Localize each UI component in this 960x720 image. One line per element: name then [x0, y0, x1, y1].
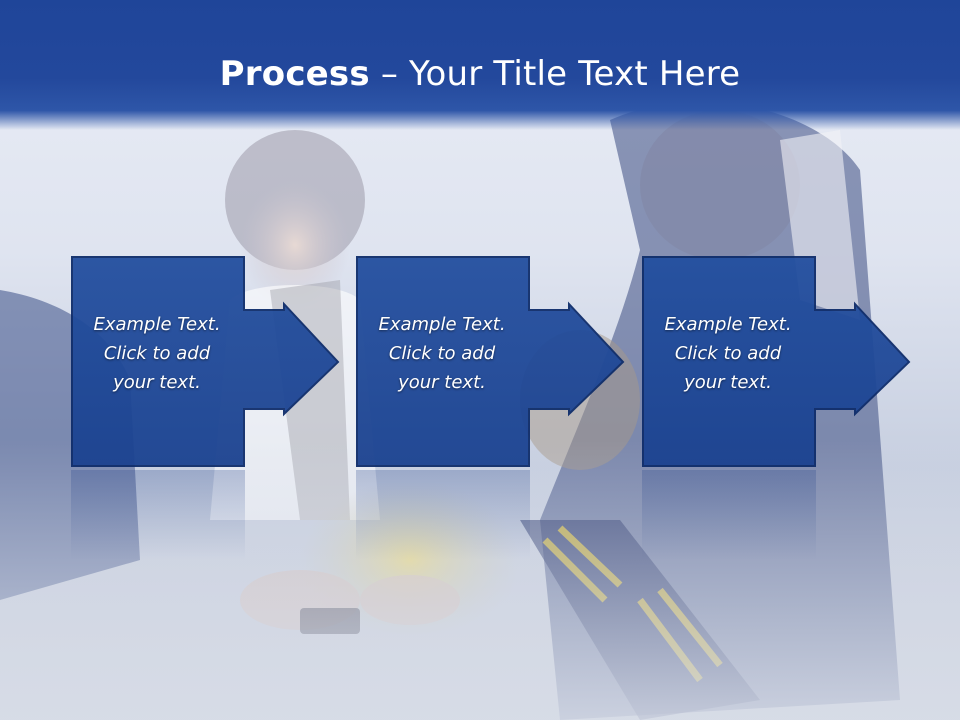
process-step-3[interactable]: Example Text. Click to add your text.	[642, 256, 911, 468]
right-arrow-icon	[642, 256, 911, 467]
step-1-text: Example Text. Click to add your text.	[71, 310, 243, 397]
step-3-text: Example Text. Click to add your text.	[642, 310, 814, 397]
step-1-line3: your text.	[113, 372, 201, 393]
step-1-reflection	[71, 470, 245, 560]
step-3-line2: Click to add	[674, 343, 782, 364]
title-bar	[0, 0, 960, 130]
step-2-line2: Click to add	[388, 343, 496, 364]
right-arrow-icon	[356, 256, 625, 467]
title-bold: Process	[219, 54, 370, 94]
step-1-line1: Example Text.	[93, 314, 221, 335]
step-3-line3: your text.	[684, 372, 772, 393]
step-2-line3: your text.	[398, 372, 486, 393]
step-2-text: Example Text. Click to add your text.	[356, 310, 528, 397]
step-3-line1: Example Text.	[664, 314, 792, 335]
step-3-reflection	[642, 470, 816, 560]
step-1-line2: Click to add	[103, 343, 211, 364]
right-arrow-icon	[71, 256, 340, 467]
slide-title[interactable]: Process – Your Title Text Here	[0, 52, 960, 96]
step-2-reflection	[356, 470, 530, 560]
title-dash: –	[369, 54, 410, 94]
step-2-line1: Example Text.	[378, 314, 506, 335]
process-step-2[interactable]: Example Text. Click to add your text.	[356, 256, 625, 468]
title-rest: Your Title Text Here	[409, 54, 741, 94]
process-step-1[interactable]: Example Text. Click to add your text.	[71, 256, 340, 468]
